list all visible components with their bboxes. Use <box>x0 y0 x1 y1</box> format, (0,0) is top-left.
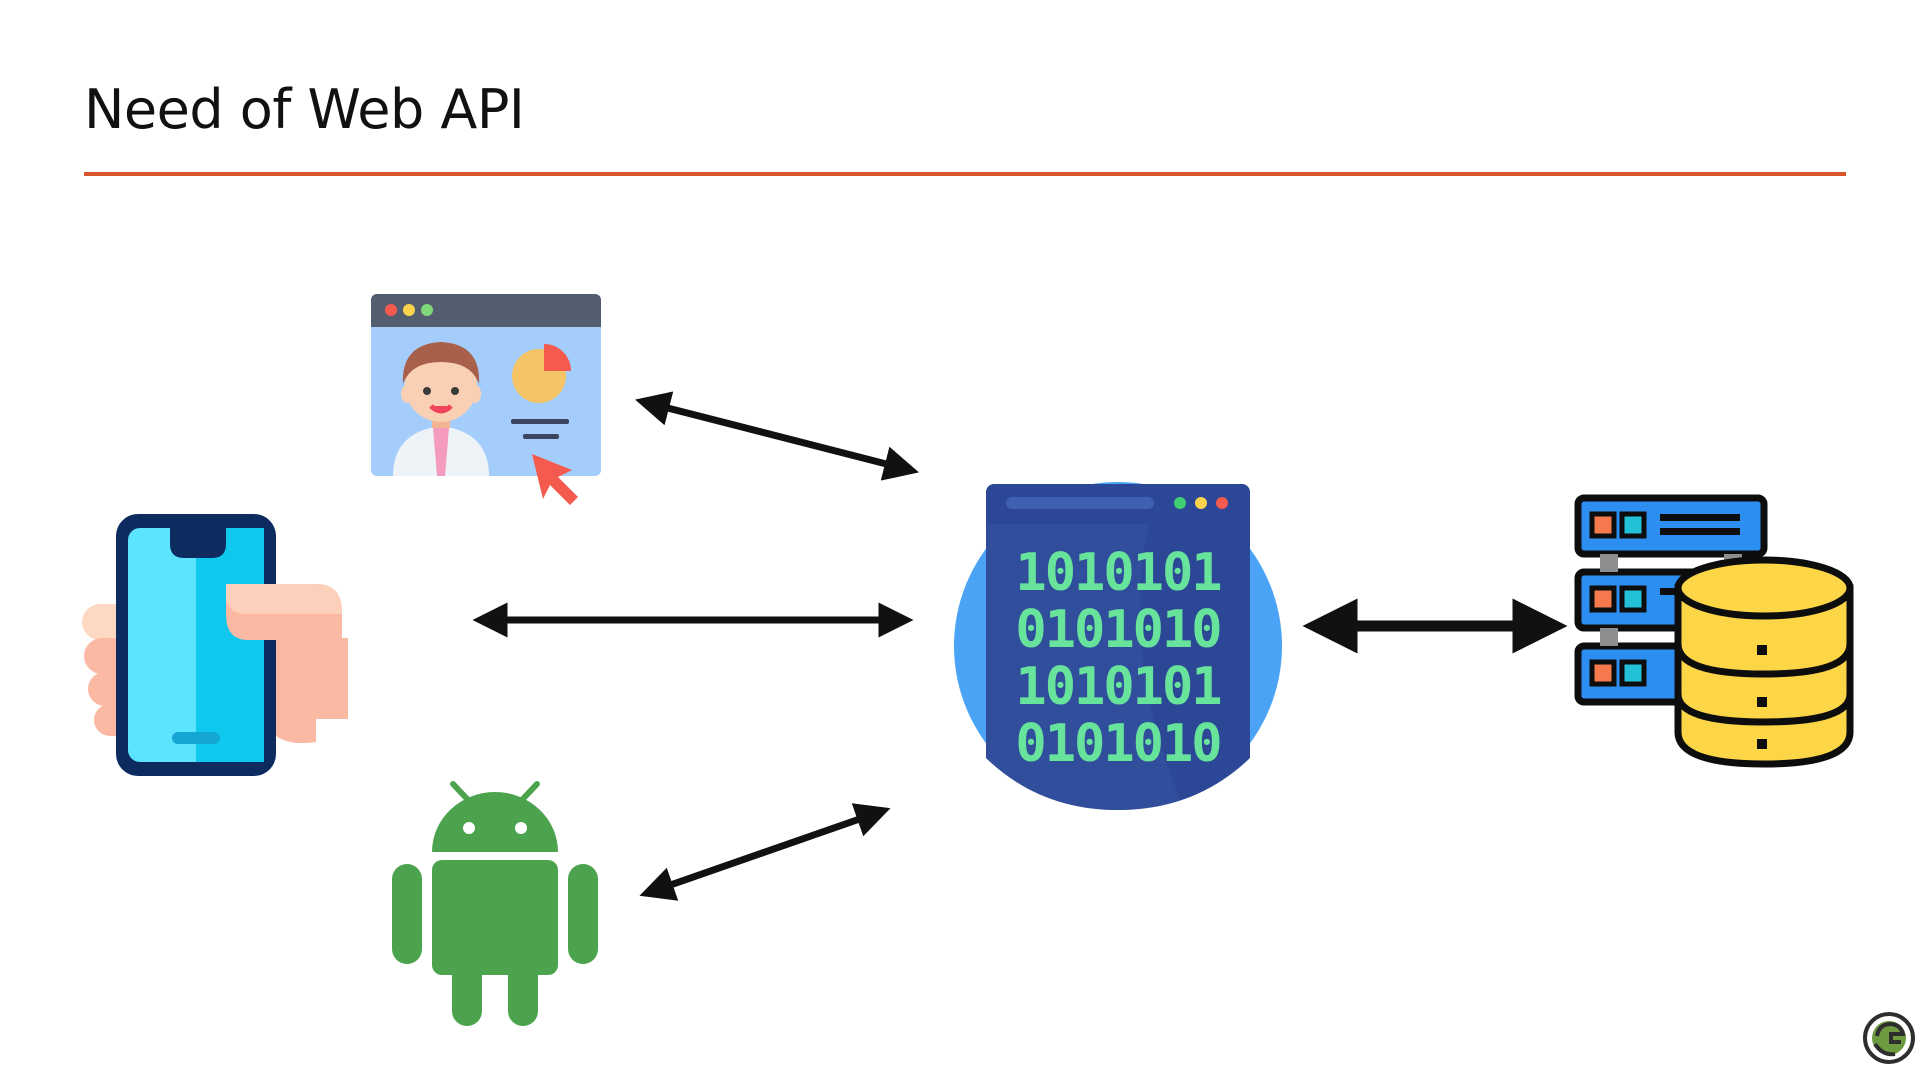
binary-line-2: 0101010 <box>1015 600 1220 660</box>
arrow-browser-api <box>635 391 919 481</box>
android-icon <box>392 781 598 1026</box>
title-underline <box>84 172 1846 176</box>
hand-holding-phone-icon <box>82 514 348 776</box>
arrow-android-api <box>639 803 891 901</box>
binary-line-1: 1010101 <box>1015 543 1220 603</box>
binary-line-4: 0101010 <box>1015 714 1220 774</box>
server-database-icon <box>1574 494 1854 768</box>
binary-code-window-icon: 1010101 0101010 1010101 0101010 <box>954 482 1282 810</box>
binary-line-3: 1010101 <box>1015 657 1220 717</box>
presenter-logo-icon <box>1863 1012 1915 1064</box>
slide-title: Need of Web API <box>84 78 525 141</box>
web-browser-user-icon <box>371 294 601 505</box>
